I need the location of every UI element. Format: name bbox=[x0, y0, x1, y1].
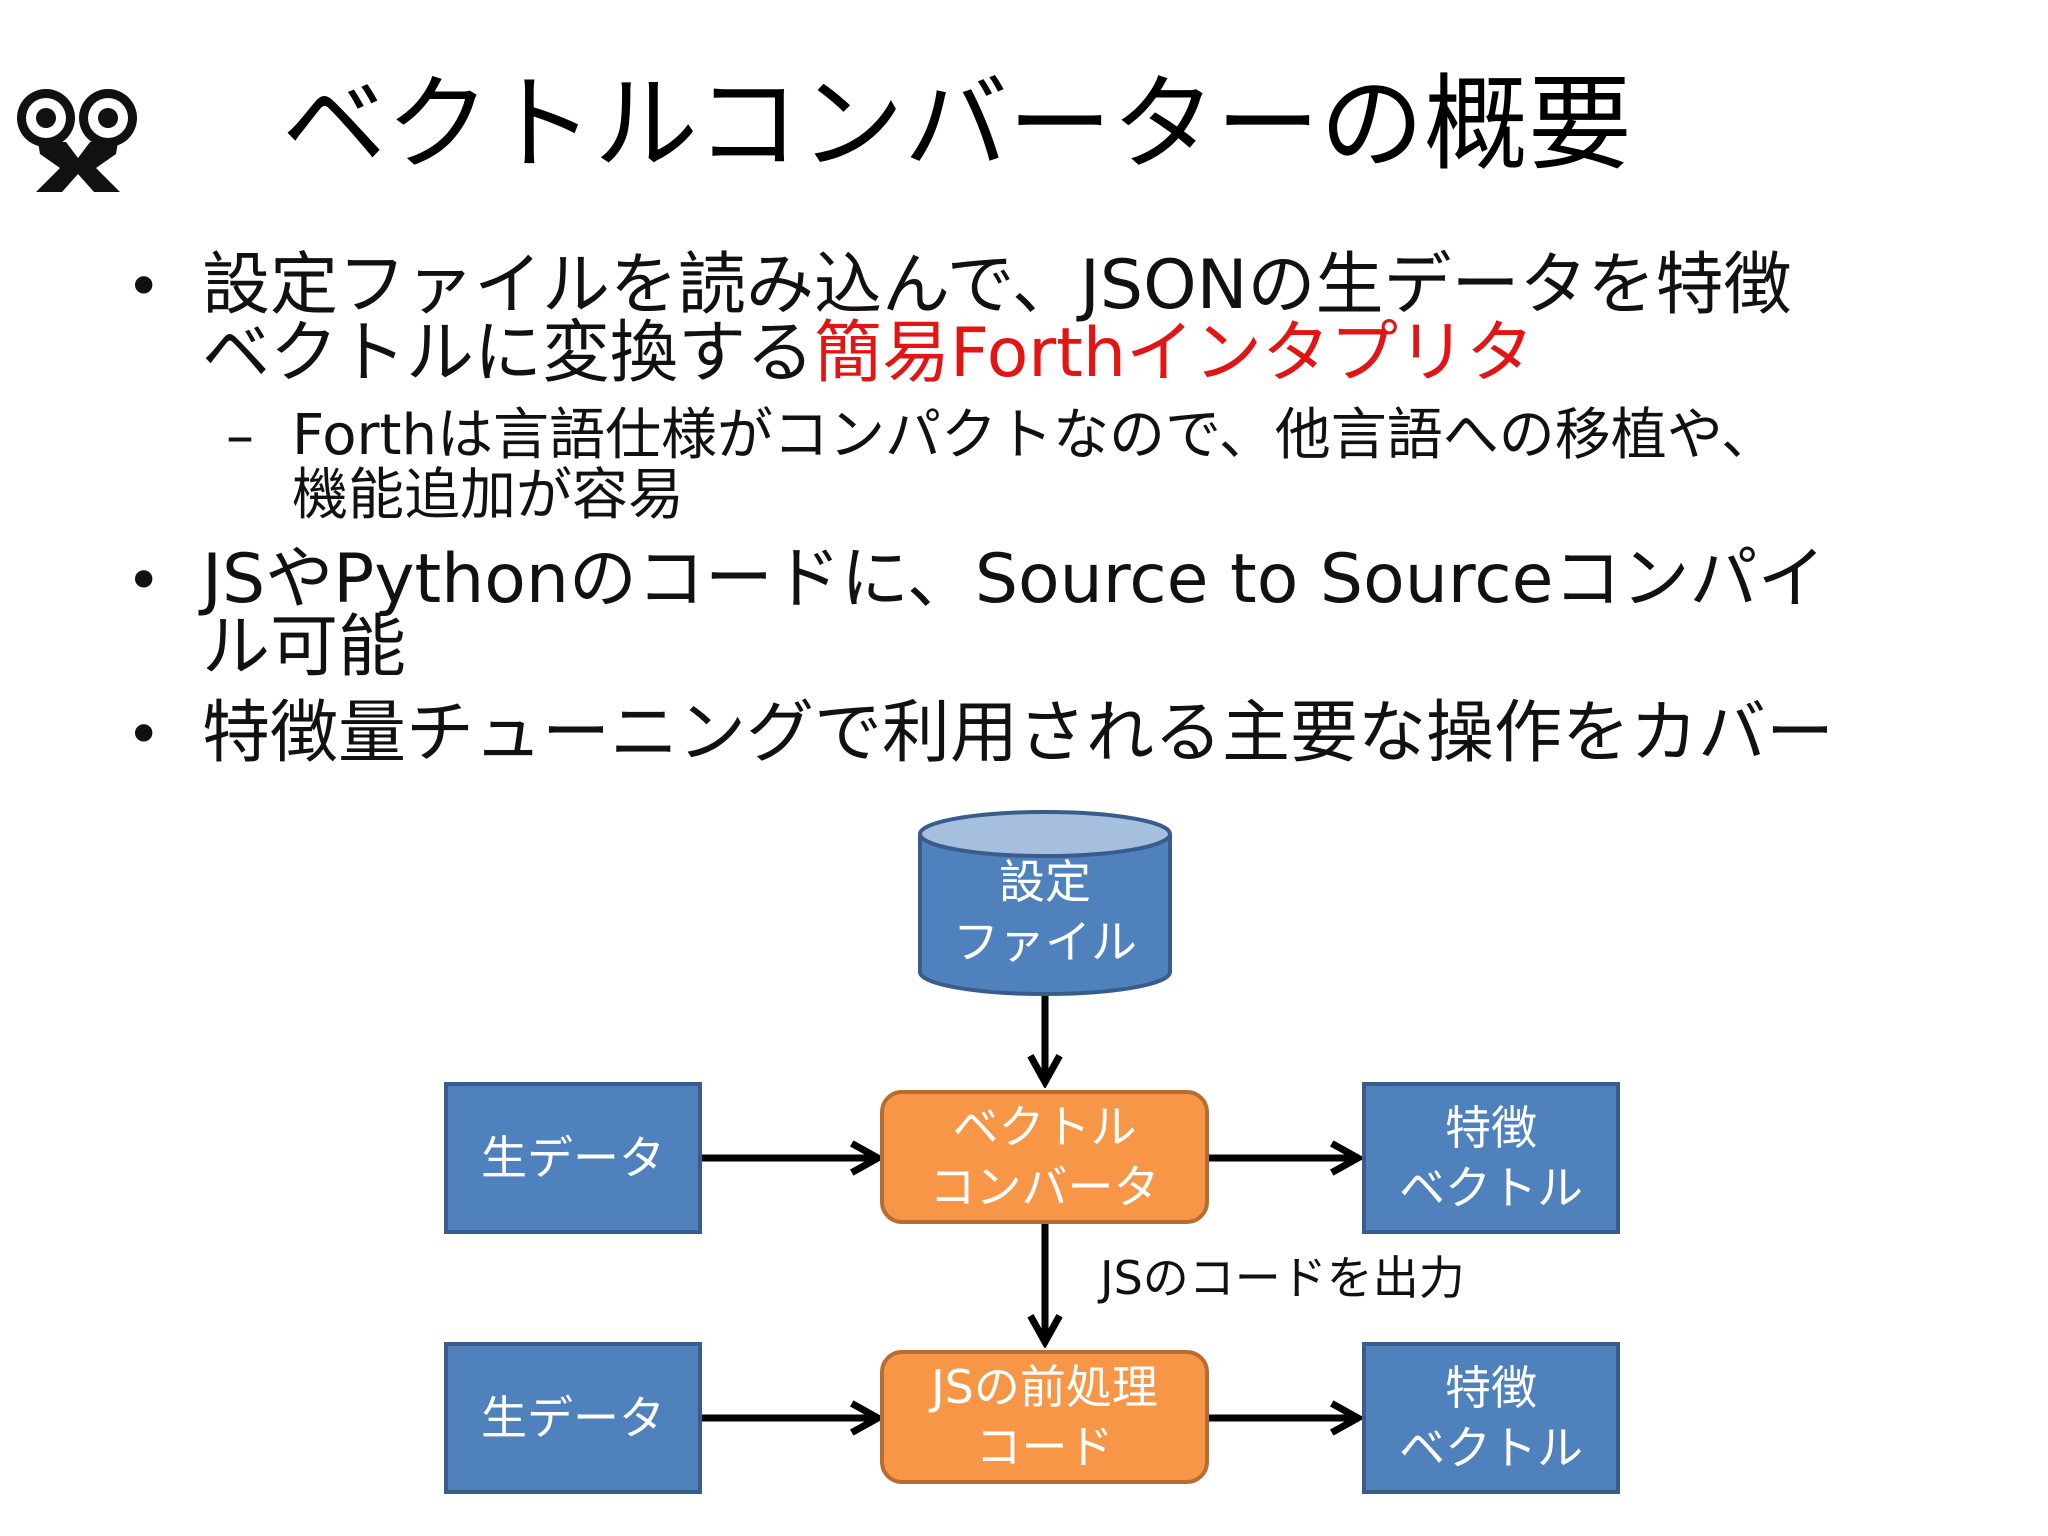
owl-left-eye bbox=[17, 89, 75, 147]
bullet-text-segment: ベクトルに変換する bbox=[202, 314, 815, 393]
node-label-line: 特徴 bbox=[1445, 1101, 1537, 1155]
owl-body bbox=[36, 142, 120, 192]
node-raw-data-1 bbox=[444, 1082, 702, 1234]
owl-mascot-icon bbox=[17, 89, 137, 192]
sub-bullet-dash: – bbox=[226, 404, 254, 469]
node-label-config-file: 設定 ファイル bbox=[920, 852, 1170, 972]
node-label-line: ベクトル bbox=[1399, 1421, 1583, 1475]
node-label-line: 設定 bbox=[999, 855, 1091, 909]
node-config-file bbox=[918, 810, 1172, 996]
edge-label-js-output: JSのコードを出力 bbox=[1100, 1251, 1465, 1305]
node-label-line: コード bbox=[975, 1420, 1114, 1474]
node-raw-data-2 bbox=[444, 1342, 702, 1494]
node-vector-converter bbox=[880, 1090, 1209, 1224]
owl-right-eye bbox=[79, 89, 137, 147]
bullet-text-segment: ル可能 bbox=[202, 608, 407, 687]
highlight-text: 簡易Forthインタプリタ bbox=[814, 314, 1535, 393]
bullet-text-segment: 設定ファイルを読み込んで、JSONの生データを特徴 bbox=[202, 246, 1792, 325]
sub-bullet-text: Forthは言語仕様がコンパクトなので、他言語への移植や、 機能追加が容易 bbox=[292, 406, 1992, 526]
bullet-line: ル可能 bbox=[202, 614, 2022, 682]
node-label-line: ベクトル bbox=[1399, 1161, 1583, 1215]
node-js-preprocess bbox=[880, 1350, 1209, 1484]
node-feature-vector-2 bbox=[1362, 1342, 1620, 1494]
node-label-raw-data-2: 生データ bbox=[446, 1388, 700, 1448]
bullet-text-segment: 特徴量チューニングで利用される主要な操作をカバー bbox=[202, 694, 1835, 773]
node-label-line: 特徴 bbox=[1445, 1361, 1537, 1415]
bullet-text: 設定ファイルを読み込んで、JSONの生データを特徴 ベクトルに変換する簡易For… bbox=[202, 252, 2022, 388]
bullet-line: JSやPythonのコードに、Source to Sourceコンパイ bbox=[202, 546, 2022, 614]
sub-bullet-line: Forthは言語仕様がコンパクトなので、他言語への移植や、 bbox=[292, 403, 1778, 468]
node-label-line: JSの前処理 bbox=[931, 1360, 1158, 1414]
node-label-line: ファイル bbox=[953, 915, 1137, 969]
bullet-line: ベクトルに変換する簡易Forthインタプリタ bbox=[202, 320, 2022, 388]
node-label-line: ベクトル bbox=[952, 1100, 1137, 1154]
node-feature-vector-1 bbox=[1362, 1082, 1620, 1234]
bullet-line: 設定ファイルを読み込んで、JSONの生データを特徴 bbox=[202, 252, 2022, 320]
node-label-line: コンバータ bbox=[929, 1160, 1160, 1214]
node-label-raw-data-1: 生データ bbox=[446, 1128, 700, 1188]
bullet-text: JSやPythonのコードに、Source to Sourceコンパイ ル可能 bbox=[202, 546, 2022, 682]
node-label-js-preprocess: JSの前処理 コード bbox=[882, 1357, 1207, 1477]
node-label-feature-vector-1: 特徴 ベクトル bbox=[1364, 1098, 1618, 1218]
node-label-line: 生データ bbox=[481, 1391, 665, 1445]
node-label-vector-converter: ベクトル コンバータ bbox=[882, 1097, 1207, 1217]
sub-bullet-line: 機能追加が容易 bbox=[292, 463, 684, 528]
slide-title: ベクトルコンバーターの概要 bbox=[282, 63, 1632, 185]
bullet-line: 特徴量チューニングで利用される主要な操作をカバー bbox=[202, 700, 2022, 768]
bullet-text: 特徴量チューニングで利用される主要な操作をカバー bbox=[202, 700, 2022, 768]
bullet-dot: • bbox=[126, 546, 162, 616]
bullet-dot: • bbox=[126, 252, 162, 322]
node-label-feature-vector-2: 特徴 ベクトル bbox=[1364, 1358, 1618, 1478]
node-label-line: 生データ bbox=[481, 1131, 665, 1185]
bullet-text-segment: JSやPythonのコードに、Source to Sourceコンパイ bbox=[202, 540, 1826, 619]
bullet-dot: • bbox=[126, 700, 162, 770]
